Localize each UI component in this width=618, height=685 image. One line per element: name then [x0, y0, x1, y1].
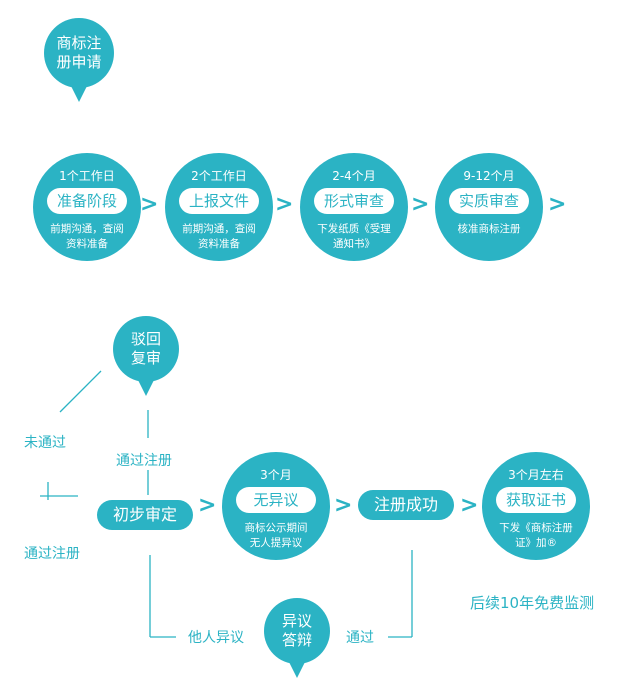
step-time: 1个工作日 [59, 169, 115, 183]
step-time: 3个月 [260, 468, 292, 482]
step-time: 9-12个月 [463, 169, 515, 183]
step-name: 无异议 [236, 487, 316, 513]
flow-arrow: > [548, 192, 567, 217]
flow-arrow: > [140, 192, 159, 217]
flow-arrow: > [411, 192, 430, 217]
step-time: 3个月左右 [508, 468, 564, 482]
reject-review-label: 驳回 复审 [130, 330, 161, 367]
step-desc: 下发纸质《受理 通知书》 [317, 223, 391, 250]
initial-review-label: 初步审定 [112, 505, 177, 524]
others-object-label: 他人异议 [188, 630, 244, 646]
step-time: 2-4个月 [332, 169, 376, 183]
initial-review-pill: 初步审定 [97, 500, 193, 530]
passed-register-top-label: 通过注册 [116, 453, 172, 469]
free-monitoring-label: 后续10年免费监测 [470, 594, 595, 612]
step-circle-substantive-review: 9-12个月 实质审查 核准商标注册 [435, 153, 543, 261]
not-passed-label: 未通过 [24, 435, 66, 451]
no-objection-circle: 3个月 无异议 商标公示期间 无人提异议 [222, 452, 330, 560]
step-name: 形式审查 [314, 188, 394, 214]
registration-success-label: 注册成功 [373, 495, 438, 514]
flow-arrow: > [198, 493, 217, 518]
objection-defense-pin: 异议 答辩 [264, 598, 330, 664]
registration-success-pill: 注册成功 [358, 490, 454, 520]
step-desc: 前期沟通，查阅 资料准备 [50, 223, 124, 250]
step-circle-prepare: 1个工作日 准备阶段 前期沟通，查阅 资料准备 [33, 153, 141, 261]
step-name: 获取证书 [496, 487, 576, 513]
step-name: 上报文件 [179, 188, 259, 214]
reject-diagonal-line [59, 370, 102, 413]
reject-review-pin: 驳回 复审 [113, 316, 179, 382]
passed-label: 通过 [346, 630, 374, 646]
flow-arrow: > [460, 493, 479, 518]
certificate-circle: 3个月左右 获取证书 下发《商标注册 证》加® [482, 452, 590, 560]
step-desc: 核准商标注册 [457, 223, 521, 235]
step-time: 2个工作日 [191, 169, 247, 183]
objection-defense-label: 异议 答辩 [281, 612, 312, 649]
trademark-application-label: 商标注 册申请 [56, 34, 102, 71]
step-circle-submit: 2个工作日 上报文件 前期沟通，查阅 资料准备 [165, 153, 273, 261]
passed-register-left-label: 通过注册 [24, 546, 80, 562]
flow-arrow: > [334, 493, 353, 518]
flow-arrow: > [275, 192, 294, 217]
step-desc: 商标公示期间 无人提异议 [244, 522, 308, 549]
step-circle-formal-review: 2-4个月 形式审查 下发纸质《受理 通知书》 [300, 153, 408, 261]
step-desc: 下发《商标注册 证》加® [499, 522, 573, 549]
trademark-application-pin: 商标注 册申请 [44, 18, 114, 88]
step-desc: 前期沟通，查阅 资料准备 [182, 223, 256, 250]
step-name: 准备阶段 [47, 188, 127, 214]
step-name: 实质审查 [449, 188, 529, 214]
